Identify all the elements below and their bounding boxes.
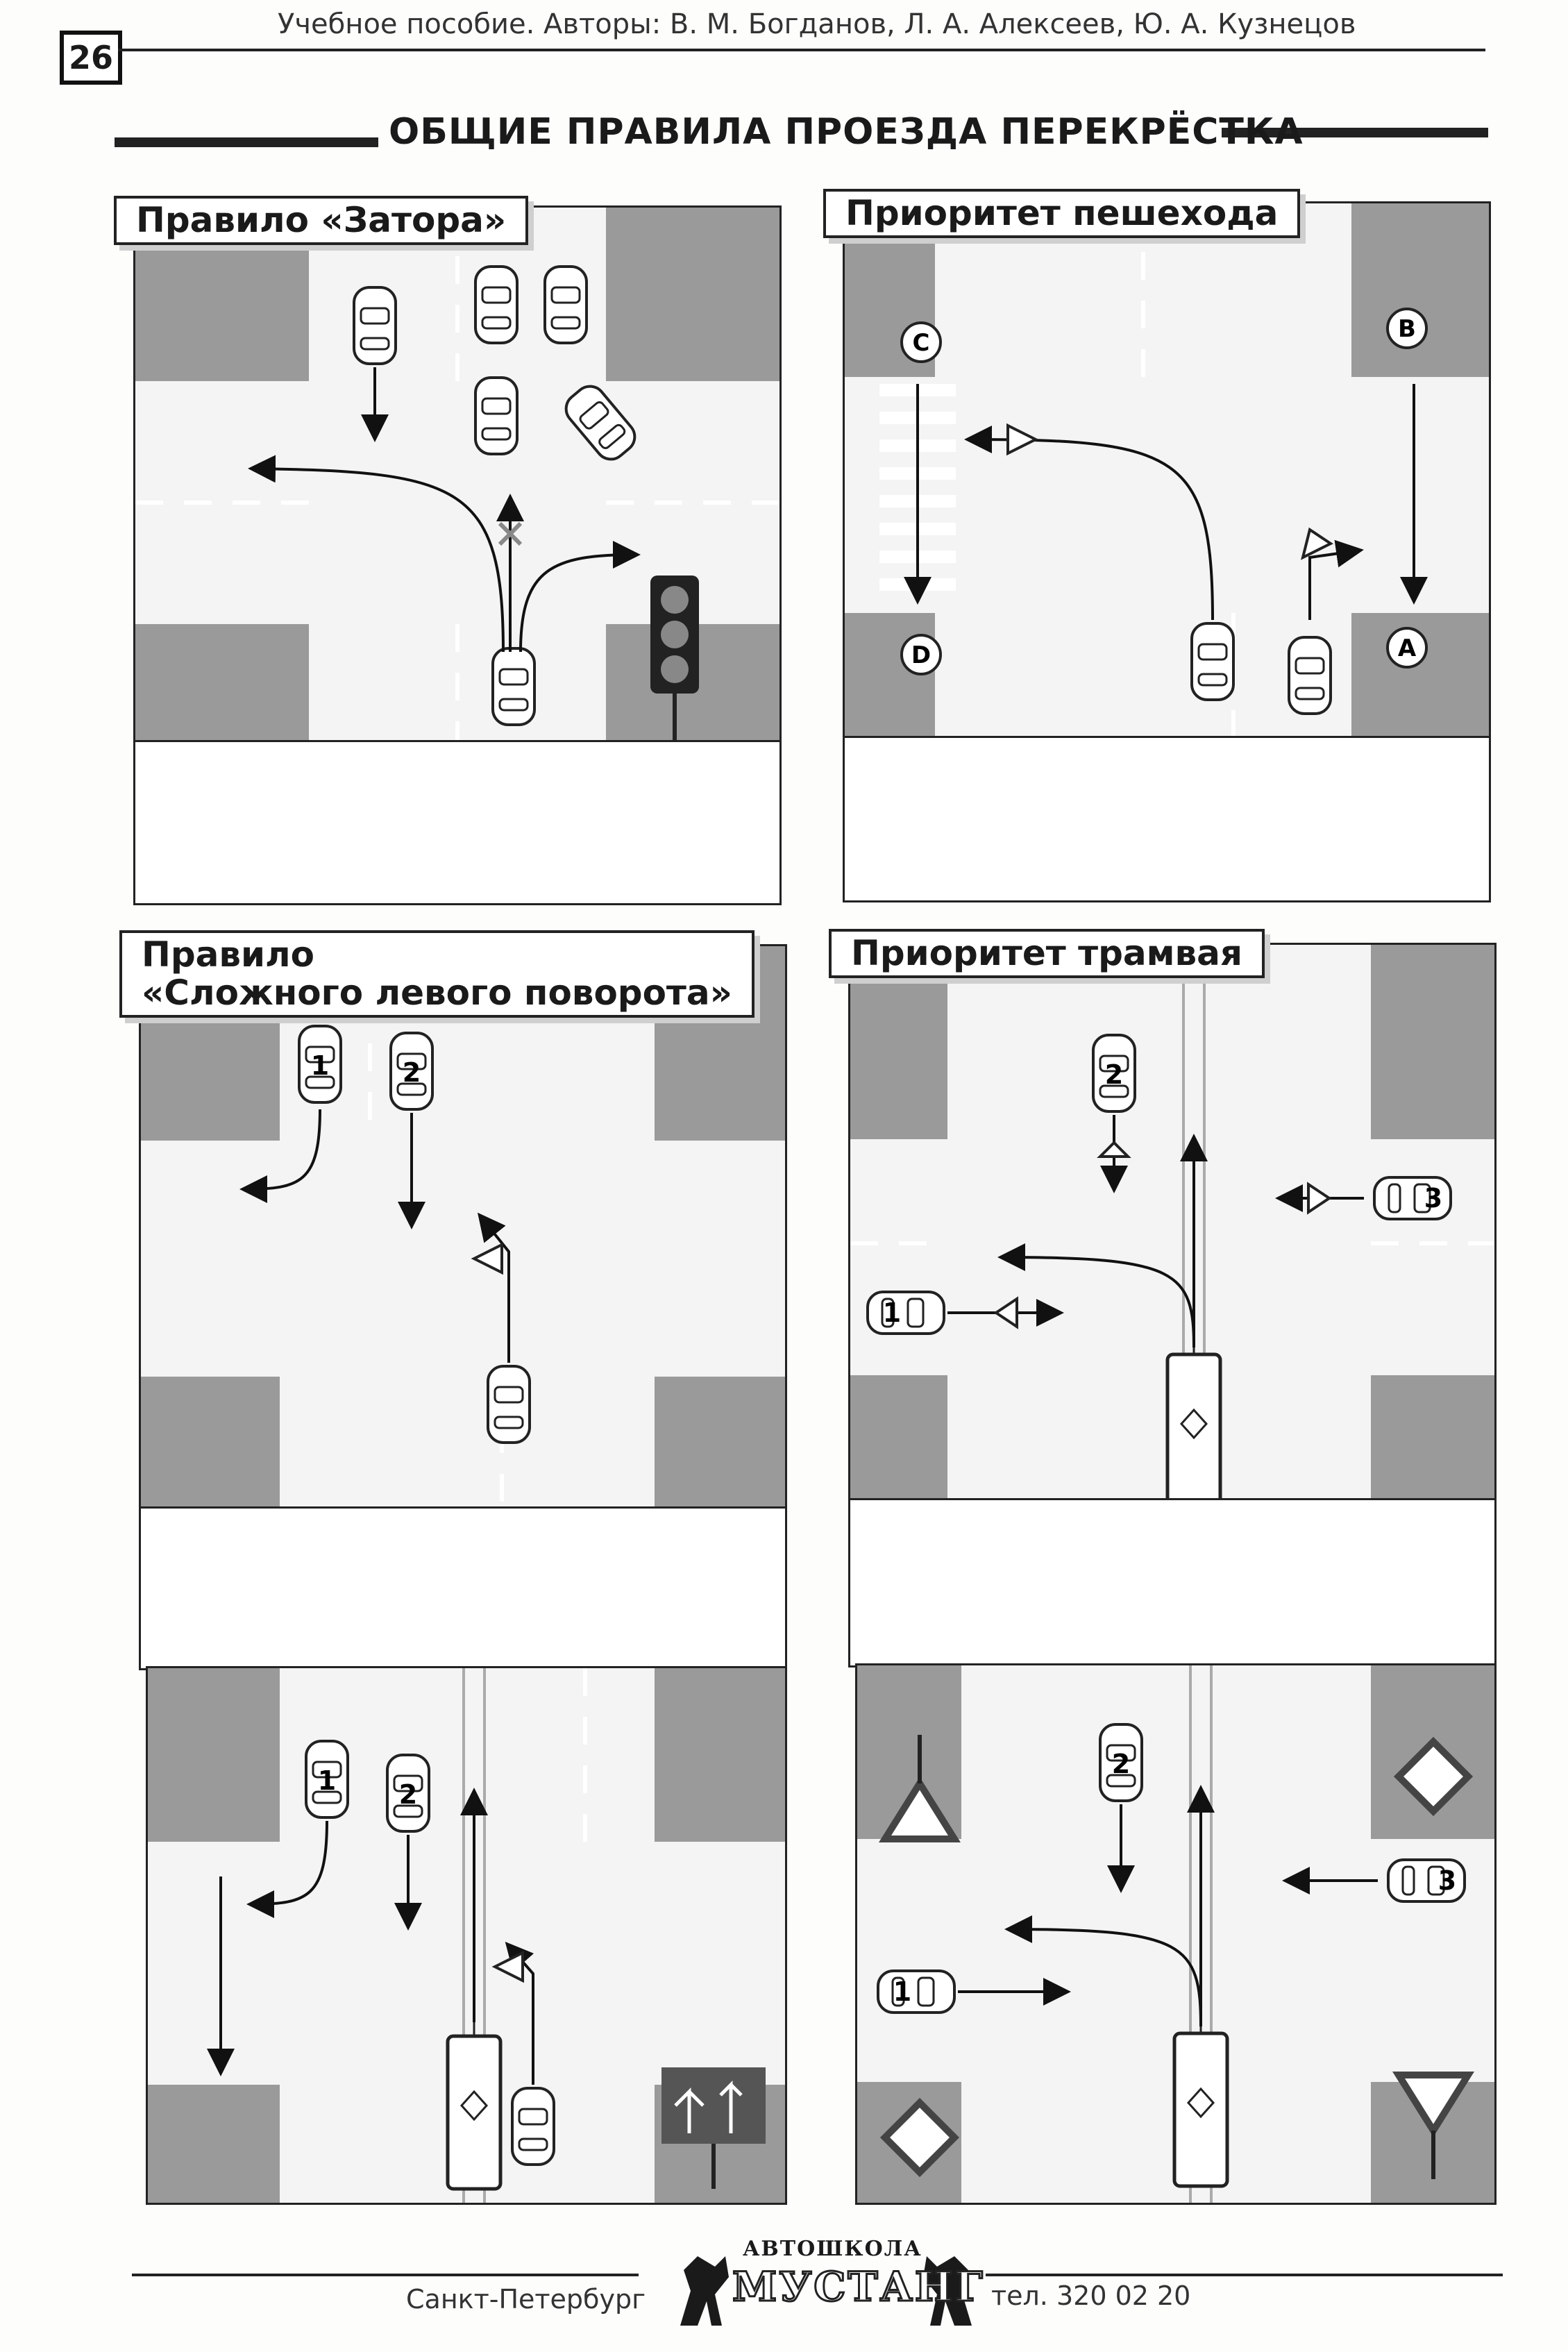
page-number: 26 [60, 31, 122, 85]
label-d: D [911, 641, 931, 669]
logo-subtitle: АВТОШКОЛА [743, 2237, 922, 2261]
label-b: B [1398, 315, 1416, 343]
panel-left-turn-title: Правило «Сложного левого поворота» [119, 930, 755, 1018]
panel-jam-title: Правило «Затора» [114, 196, 529, 245]
lower-left-car-label-1: 1 [318, 1765, 336, 1796]
car-label-1: 1 [311, 1050, 329, 1081]
lower-right-car-label-2: 2 [1112, 1749, 1130, 1779]
car-label-2: 2 [403, 1057, 421, 1088]
panel-tram-title: Приоритет трамвая [829, 929, 1265, 978]
footer-rule-right [986, 2274, 1503, 2276]
footer-rule-left [132, 2274, 639, 2276]
panel-left-turn-title-line1: Правило [142, 934, 315, 975]
panel-pedestrian-title: Приоритет пешехода [823, 189, 1301, 238]
section-title: ОБЩИЕ ПРАВИЛА ПРОЕЗДА ПЕРЕКРЁСТКА [389, 111, 1304, 153]
panel-lower-right-diagram: 2 3 1 [855, 1663, 1497, 2205]
panel-left-turn-title-line2: «Сложного левого поворота» [142, 973, 732, 1013]
header-authors: Учебное пособие. Авторы: В. М. Богданов,… [278, 8, 1356, 40]
panel-pedestrian-diagram: C B D A [843, 201, 1491, 740]
panel-jam-answer-box[interactable] [133, 740, 782, 905]
panel-tram-diagram: 2 3 1 [848, 943, 1497, 1502]
panel-tram-answer-box[interactable] [848, 1498, 1497, 1668]
panel-left-turn-answer-box[interactable] [139, 1506, 787, 1670]
label-c: C [913, 329, 930, 357]
label-a: A [1398, 635, 1417, 662]
school-logo: АВТОШКОЛА МУСТАНГ [666, 2228, 986, 2333]
panel-jam-diagram [133, 205, 782, 744]
panel-pedestrian-answer-box[interactable] [843, 736, 1491, 902]
tram-car-label-2: 2 [1105, 1059, 1123, 1090]
tram-car-label-3: 3 [1424, 1183, 1442, 1213]
lower-right-car-label-1: 1 [893, 1976, 911, 2007]
panel-left-turn-diagram: 1 2 [139, 944, 787, 1511]
tram-car-label-1: 1 [883, 1297, 901, 1328]
lower-left-car-label-2: 2 [399, 1779, 417, 1810]
lower-right-car-label-3: 3 [1438, 1865, 1456, 1896]
title-bar-left [115, 137, 378, 147]
logo-title: МУСТАНГ [732, 2262, 985, 2312]
panel-lower-left-diagram: 1 2 [146, 1666, 787, 2205]
title-bar-right [1222, 128, 1488, 137]
footer-phone: тел. 320 02 20 [991, 2280, 1191, 2311]
footer-city: Санкт-Петербург [406, 2284, 646, 2315]
header-rule [118, 49, 1485, 51]
